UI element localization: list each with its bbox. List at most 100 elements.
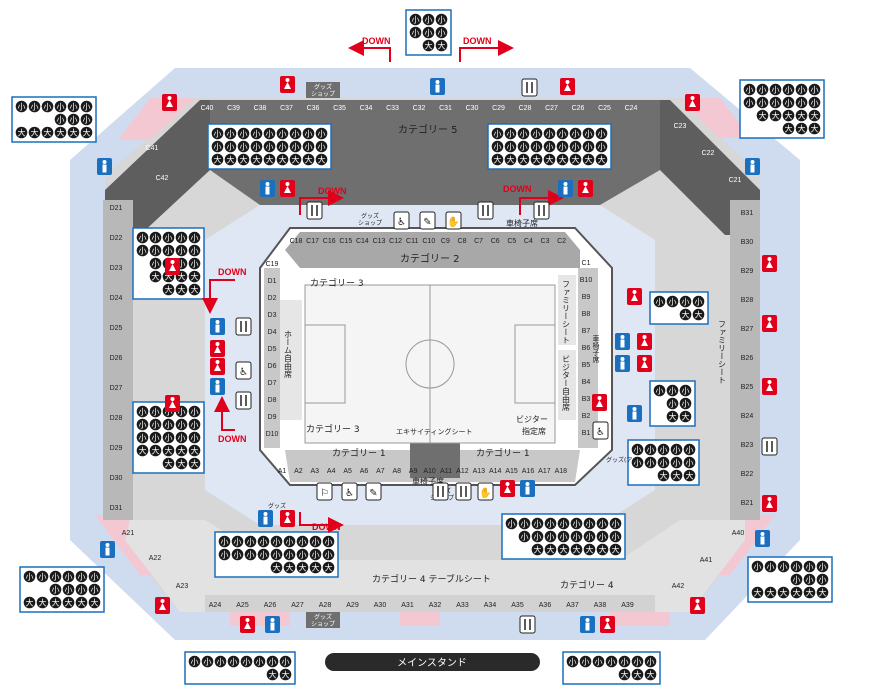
svg-text:⚐: ⚐ xyxy=(320,488,329,499)
seat-section-label: D29 xyxy=(110,445,123,452)
toilet-stall-dot xyxy=(309,561,322,574)
toilet-stall-label: 小 xyxy=(57,103,65,112)
toilet-stall-label: 小 xyxy=(695,298,703,307)
toilet-women-icon xyxy=(500,480,515,497)
toilet-stall-label: 大 xyxy=(279,155,287,165)
seat-section-label: B23 xyxy=(741,442,754,449)
toilet-stall-dot xyxy=(244,548,257,561)
toilet-stall-label: 小 xyxy=(599,533,607,542)
seat-section-label: A25 xyxy=(236,602,249,609)
toilet-stall-dot xyxy=(279,668,292,681)
toilet-stall-dot xyxy=(270,535,283,548)
toilet-stall-label: 小 xyxy=(152,408,160,417)
toilet-stall-dot xyxy=(518,517,531,530)
toilet-count-box: 小小小小小小小小小大大大大大大 xyxy=(747,556,833,603)
toilet-stall-label: 大 xyxy=(292,155,300,165)
toilet-stall-dot xyxy=(88,583,101,596)
toilet-stall-label: 小 xyxy=(582,658,590,667)
toilet-stall-dot xyxy=(162,231,175,244)
toilet-stall-dot xyxy=(309,535,322,548)
toilet-stall-label: 小 xyxy=(686,446,694,455)
toilet-stall-label: 小 xyxy=(572,130,580,139)
seat-section-label: D22 xyxy=(110,235,123,242)
toilet-stall-dot xyxy=(596,517,609,530)
seat-section-label: A30 xyxy=(374,602,387,609)
toilet-stall-dot xyxy=(315,127,328,140)
toilet-stall-label: 大 xyxy=(772,111,780,121)
seat-section-label: C39 xyxy=(227,105,240,112)
seat-section-label: C31 xyxy=(439,105,452,112)
lower-top-seats xyxy=(285,232,580,268)
toilet-stall-dot xyxy=(54,100,67,113)
toilet-stall-label: 小 xyxy=(152,234,160,243)
seat-section-label: B6 xyxy=(582,345,591,352)
toilet-stall-dot xyxy=(743,83,756,96)
toilet-stall-label: 小 xyxy=(178,247,186,256)
toilet-stall-label: 大 xyxy=(269,670,277,680)
toilet-stall-label: 大 xyxy=(26,598,34,608)
seat-section-label: A13 xyxy=(473,468,486,475)
toilet-stall-dot xyxy=(790,586,803,599)
toilet-stall-label: 小 xyxy=(621,658,629,667)
seat-section-label: A24 xyxy=(209,602,222,609)
toilet-stall-dot xyxy=(15,100,28,113)
toilet-stall-label: 小 xyxy=(165,408,173,417)
toilet-stall-dot xyxy=(644,655,657,668)
toilet-stall-dot xyxy=(666,295,679,308)
exciting-seat-label: エキサイティングシート xyxy=(396,427,472,436)
toilet-stall-label: 小 xyxy=(546,143,554,152)
toilet-men-icon xyxy=(627,405,642,422)
toilet-stall-label: 大 xyxy=(152,272,160,282)
toilet-stall-label: 大 xyxy=(253,155,261,165)
toilet-count-box: 小小小小小小小小大大 xyxy=(184,651,296,685)
toilet-stall-label: 小 xyxy=(585,130,593,139)
toilet-stall-dot xyxy=(23,596,36,609)
toilet-stall-dot xyxy=(231,535,244,548)
toilet-stall-label: 小 xyxy=(560,533,568,542)
toilet-stall-label: 小 xyxy=(598,130,606,139)
toilet-stall-label: 小 xyxy=(325,551,333,560)
toilet-stall-label: 小 xyxy=(438,16,446,25)
toilet-stall-label: 大 xyxy=(227,155,235,165)
toilet-stall-dot xyxy=(683,469,696,482)
toilet-stall-label: 小 xyxy=(91,573,99,582)
seat-section-label: C4 xyxy=(524,238,533,245)
toilet-stall-label: 小 xyxy=(240,130,248,139)
toilet-stall-label: 小 xyxy=(686,459,694,468)
svg-text:DOWN: DOWN xyxy=(218,434,247,444)
toilet-stall-label: 小 xyxy=(139,234,147,243)
restaurant-icon xyxy=(477,201,494,220)
toilet-stall-label: 小 xyxy=(83,103,91,112)
toilet-stall-dot xyxy=(28,100,41,113)
toilet-stall-dot xyxy=(795,122,808,135)
seat-section-label: B29 xyxy=(741,268,754,275)
toilet-stall-label: 小 xyxy=(521,533,529,542)
toilet-stall-dot xyxy=(531,543,544,556)
toilet-stall-label: 大 xyxy=(682,412,690,422)
toilet-stall-dot xyxy=(764,586,777,599)
toilet-stall-dot xyxy=(491,140,504,153)
toilet-men-icon xyxy=(755,530,770,547)
toilet-stall-dot xyxy=(188,283,201,296)
seat-section-label: A33 xyxy=(456,602,469,609)
svg-text:グッズ: グッズ xyxy=(361,212,379,220)
category-3-lower-label: カテゴリー 3 xyxy=(306,423,360,435)
toilet-stall-dot xyxy=(657,469,670,482)
toilet-stall-label: 小 xyxy=(191,658,199,667)
seat-section-label: C40 xyxy=(201,105,214,112)
toilet-stall-dot xyxy=(803,586,816,599)
toilet-stall-label: 小 xyxy=(547,533,555,542)
toilet-stall-dot xyxy=(49,583,62,596)
toilet-women-icon xyxy=(165,395,180,412)
seat-section-label: C42 xyxy=(156,175,169,182)
toilet-stall-dot xyxy=(322,548,335,561)
toilet-stall-dot xyxy=(240,655,253,668)
down-arrow-top-right: DOWN xyxy=(459,36,514,62)
seat-section-label: A15 xyxy=(505,468,518,475)
toilet-stall-label: 小 xyxy=(682,387,690,396)
toilet-stall-dot xyxy=(276,153,289,166)
toilet-stall-dot xyxy=(670,456,683,469)
toilet-stall-label: 小 xyxy=(798,99,806,108)
toilet-stall-dot xyxy=(530,140,543,153)
